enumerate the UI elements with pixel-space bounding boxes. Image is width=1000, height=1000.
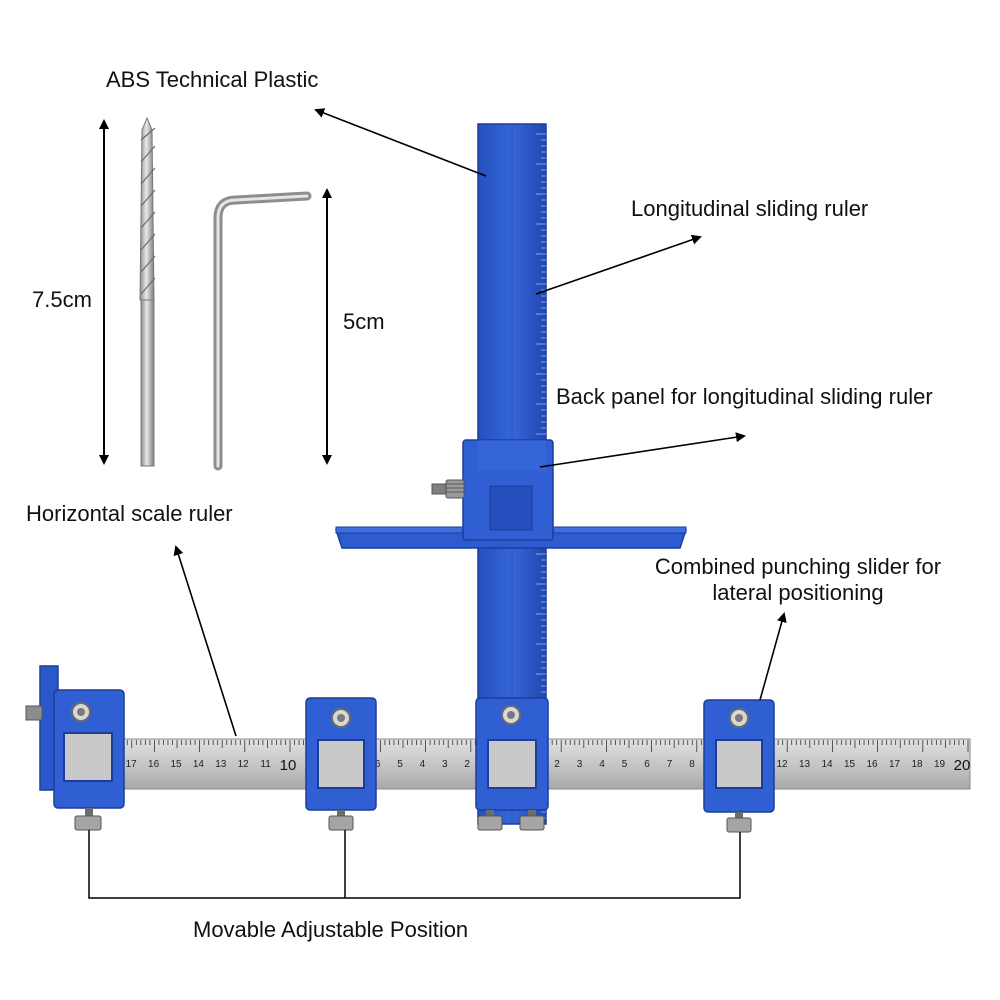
label-wrench-length: 5cm: [343, 309, 385, 334]
ruler-number: 2: [554, 759, 560, 770]
label-back-panel: Back panel for longitudinal sliding rule…: [556, 384, 933, 409]
back-panel-slider: [431, 439, 554, 541]
drill-bit: [139, 116, 156, 467]
ruler-number: 16: [866, 759, 878, 770]
horizontal-arrow: [173, 545, 237, 737]
ruler-number: 12: [776, 759, 788, 770]
label-movable-position: Movable Adjustable Position: [193, 917, 469, 942]
label-horizontal-ruler: Horizontal scale ruler: [26, 501, 233, 526]
ruler-number: 13: [215, 759, 227, 770]
ruler-number: 5: [397, 759, 403, 770]
ruler-number: 20: [954, 757, 971, 774]
label-longitudinal-ruler: Longitudinal sliding ruler: [631, 196, 869, 221]
allen-wrench: [213, 191, 312, 471]
ruler-number: 7: [667, 759, 673, 770]
ruler-number: 8: [689, 759, 695, 770]
label-combined-line1: Combined punching slider for: [654, 554, 942, 579]
center-slider: [475, 697, 549, 831]
ruler-number: 3: [442, 759, 448, 770]
ruler-number: 2: [464, 759, 470, 770]
back-panel-arrow: [539, 432, 746, 468]
combined-arrow: [759, 612, 787, 701]
ruler-number: 14: [821, 759, 833, 770]
ruler-number: 6: [644, 759, 650, 770]
ruler-number: 19: [934, 759, 946, 770]
middle-left-slider: [305, 697, 377, 831]
label-combined-slider: Combined punching slider for lateral pos…: [630, 554, 966, 607]
ruler-number: 15: [844, 759, 856, 770]
ruler-number: 16: [148, 759, 160, 770]
ruler-number: 6: [375, 759, 381, 770]
ruler-number: 4: [420, 759, 426, 770]
left-end-slider: [25, 665, 125, 831]
ruler-number: 3: [577, 759, 583, 770]
ruler-number: 5: [622, 759, 628, 770]
ruler-number: 11: [260, 759, 271, 770]
ruler-number: 17: [889, 759, 901, 770]
ruler-number: 17: [126, 759, 138, 770]
ruler-number: 15: [170, 759, 182, 770]
abs-arrow: [314, 108, 487, 177]
ruler-number: 18: [911, 759, 923, 770]
ruler-number: 14: [193, 759, 205, 770]
label-abs-plastic: ABS Technical Plastic: [106, 67, 319, 92]
label-combined-line2: lateral positioning: [712, 580, 884, 606]
ruler-number: 10: [280, 757, 297, 774]
right-slider: [703, 699, 775, 833]
ruler-number: 12: [238, 759, 250, 770]
ruler-number: 4: [599, 759, 605, 770]
ruler-number: 13: [799, 759, 811, 770]
movable-bracket: [88, 830, 741, 899]
label-drill-length: 7.5cm: [32, 287, 92, 312]
longitudinal-arrow: [535, 234, 702, 295]
